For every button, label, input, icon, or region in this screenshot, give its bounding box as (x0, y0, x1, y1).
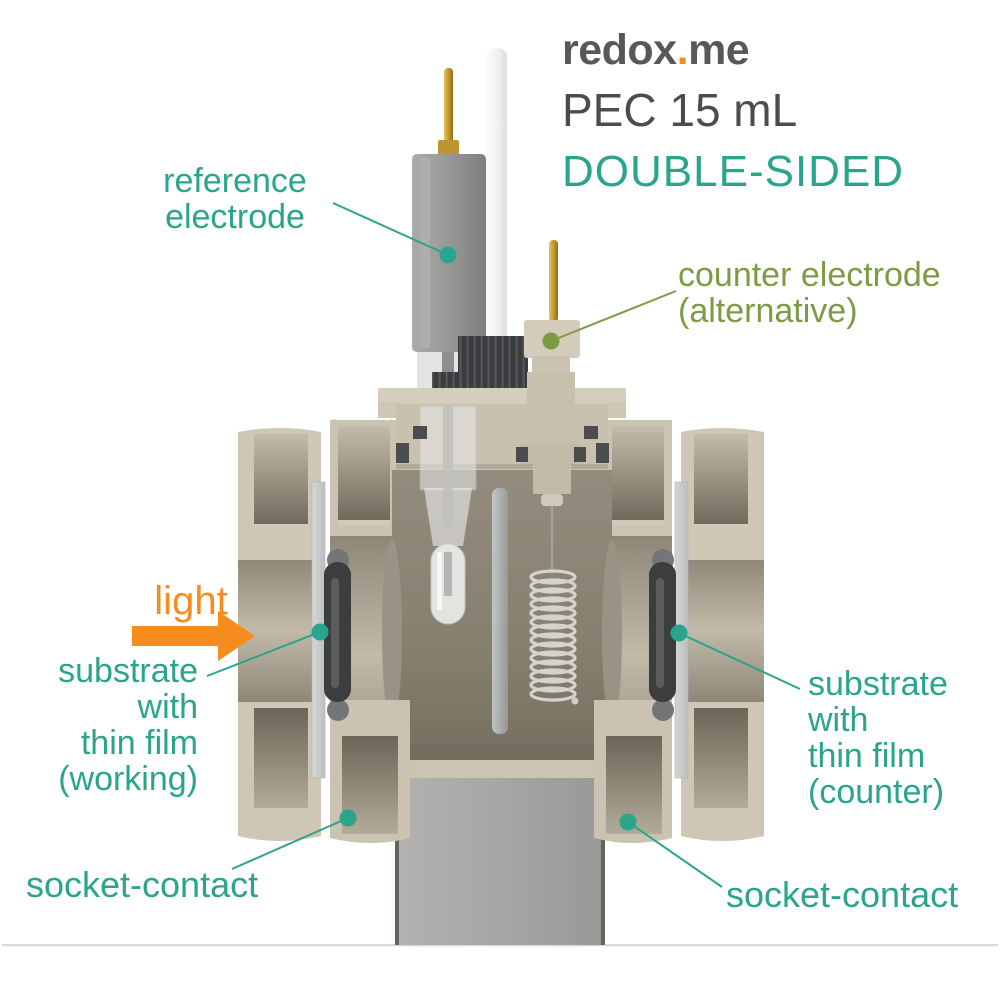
o-ring-left (324, 549, 351, 721)
clamp-bore-left (238, 558, 322, 702)
base-block (395, 778, 605, 945)
head-o-rings (396, 426, 609, 463)
label-reference-electrode: reference electrode (163, 162, 307, 237)
label-substrate-working: substrate with thin film (working) (58, 652, 198, 798)
dot-socket-right (619, 813, 637, 831)
leader-substrate-counter (678, 632, 801, 690)
label-light: light (154, 579, 228, 623)
thread-bushing (432, 336, 528, 394)
light-arrow-icon (132, 611, 255, 661)
label-counter-electrode: counter electrode (alternative) (678, 256, 941, 331)
logo-text-2: me (688, 26, 750, 74)
dot-counter-electrode (542, 332, 560, 350)
dot-substrate-counter (670, 624, 688, 642)
spring-coil (529, 569, 579, 705)
clamp-bore-right (680, 558, 764, 702)
socket-contact-right-render (681, 428, 764, 841)
dot-socket-left (339, 809, 357, 827)
product-title: PEC 15 mL (562, 84, 798, 136)
dot-reference-electrode (439, 246, 457, 264)
leader-reference-electrode (332, 202, 449, 256)
label-substrate-counter: substrate with thin film (counter) (808, 665, 948, 811)
dot-substrate-working (311, 623, 329, 641)
purge-tube (492, 488, 508, 734)
logo-dot: . (676, 26, 689, 74)
header: redox.me PEC 15 mL DOUBLE-SIDED (562, 26, 904, 197)
counter-electrode-pin (549, 240, 558, 322)
label-socket-contact-left: socket-contact (26, 864, 259, 905)
socket-contact-left-render (238, 428, 321, 841)
leader-substrate-working (206, 631, 321, 677)
label-socket-contact-right: socket-contact (726, 874, 959, 915)
logo-text-1: redox (562, 26, 677, 74)
o-ring-right (649, 549, 676, 721)
leader-counter-electrode (550, 290, 677, 342)
lower-flange-left (330, 700, 410, 843)
product-variant: DOUBLE-SIDED (562, 147, 905, 196)
leader-socket-left (231, 817, 349, 870)
glass-electrode-tip (419, 405, 477, 625)
brand-logo: redox.me (562, 26, 904, 75)
ground-line (2, 944, 998, 947)
leader-socket-right (627, 821, 723, 888)
